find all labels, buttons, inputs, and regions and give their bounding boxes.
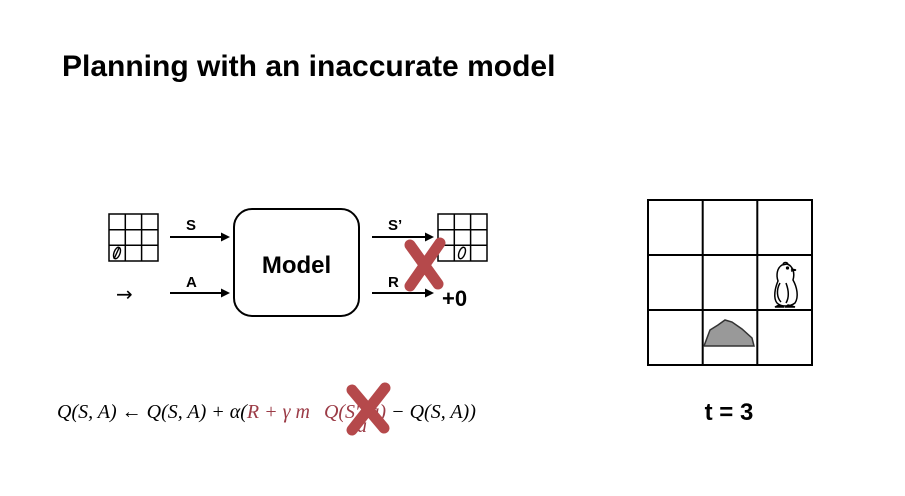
next-state-output-arrow <box>372 232 434 242</box>
rock-icon <box>702 319 755 347</box>
action-input-arrow <box>170 288 230 298</box>
action-arrow-glyph: → <box>116 282 133 306</box>
reward-output-arrow <box>372 288 434 298</box>
state-label: S <box>186 217 196 234</box>
gridworld <box>647 199 813 366</box>
output-state-grid <box>437 213 488 262</box>
cross-mark-icon <box>404 237 446 292</box>
equation-target-part1: R + γ m <box>246 401 310 423</box>
small-penguin-icon <box>112 246 122 260</box>
equation-rest: − Q(S, A)) <box>386 401 476 423</box>
small-penguin-icon-output <box>457 246 467 260</box>
cross-mark-icon-equation <box>346 382 391 436</box>
state-input-arrow <box>170 232 230 242</box>
input-state-grid <box>108 213 159 262</box>
time-step-label: t = 3 <box>705 399 754 426</box>
reward-value: +0 <box>442 286 467 311</box>
reward-label: R <box>388 274 399 291</box>
model-box <box>233 208 360 317</box>
penguin-icon <box>774 261 798 308</box>
model-label: Model <box>262 252 331 279</box>
slide-title: Planning with an inaccurate model <box>62 50 555 83</box>
equation-lhs: Q(S, A) ← Q(S, A) + α( <box>57 401 248 423</box>
action-label: A <box>186 274 197 291</box>
next-state-label: S’ <box>388 217 402 234</box>
